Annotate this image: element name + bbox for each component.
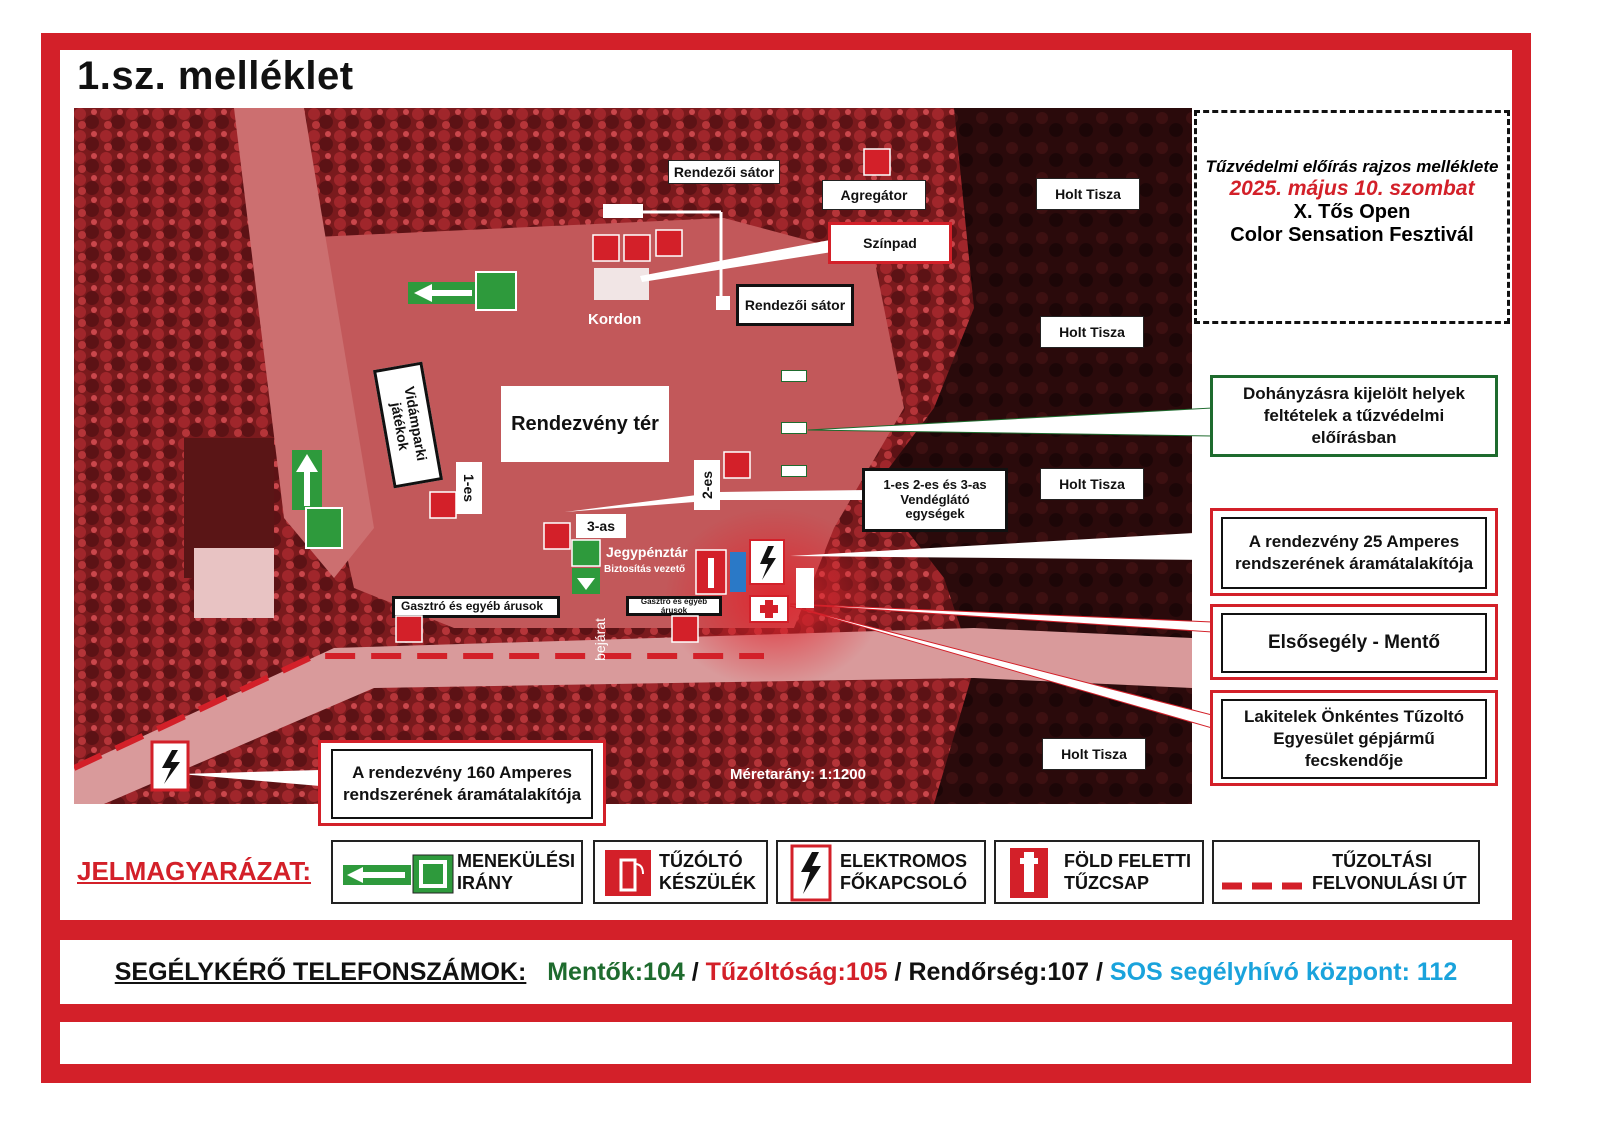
label-vendeglato: 1-es 2-es és 3-as Vendéglátó egységek: [862, 468, 1008, 532]
phone-rendorseg: Rendőrség:107: [908, 958, 1090, 986]
info-line-3: X. Tős Open: [1293, 201, 1411, 223]
legend-evac-line1: MENEKÜLÉSI: [457, 851, 576, 871]
phone-sep: /: [887, 958, 909, 986]
label-rendezoi-sator-mid: Rendezői sátor: [736, 284, 854, 326]
legend-title: JELMAGYARÁZAT:: [77, 856, 312, 886]
fire-extinguisher-icon: [395, 148, 891, 643]
legend-hyd-line1: FÖLD FELETTI: [1064, 851, 1191, 871]
phone-panel: [60, 940, 1512, 1004]
phones-label: SEGÉLYKÉRŐ TELEFONSZÁMOK:: [114, 958, 527, 986]
callout-amper160-frame: A rendezvény 160 Amperes rendszerének ár…: [318, 740, 606, 826]
label-1-es: 1-es: [456, 462, 482, 514]
page-title: 1.sz. melléklet: [77, 54, 354, 98]
info-box: Tűzvédelmi előírás rajzos melléklete 202…: [1194, 110, 1510, 324]
fire-hydrant-icon: [1010, 848, 1048, 898]
phone-sep: /: [684, 958, 706, 986]
legend-elec-line1: ELEKTROMOS: [840, 851, 968, 871]
label-holt-tisza-2: Holt Tisza: [1040, 316, 1144, 348]
legend-item-evacuation: MENEKÜLÉSI IRÁNY: [331, 840, 583, 904]
sator-marker: [603, 204, 643, 218]
info-line-2: 2025. május 10. szombat: [1229, 177, 1475, 200]
label-jegypenztar: Jegypénztár: [606, 544, 688, 560]
legend-route-line2: FELVONULÁSI ÚT: [1312, 873, 1467, 893]
callout-amper25: A rendezvény 25 Amperes rendszerének ára…: [1221, 517, 1487, 589]
legend-elec-line2: FŐKAPCSOLÓ: [840, 873, 968, 893]
label-agregator: Agregátor: [822, 180, 926, 210]
info-line-1: Tűzvédelmi előírás rajzos melléklete: [1205, 157, 1499, 176]
legend-ext-line2: KÉSZÜLÉK: [659, 873, 757, 893]
label-biztositas: Biztosítás vezető: [604, 564, 686, 575]
legend-item-fire-route: TŰZOLTÁSI FELVONULÁSI ÚT: [1212, 840, 1480, 904]
label-3-as: 3-as: [576, 514, 626, 538]
label-gasztro-right: Gasztró és egyéb árusok: [626, 596, 722, 616]
phone-mentok: Mentők:104: [547, 958, 685, 986]
label-gasztro-left: Gasztró és egyéb árusok: [392, 596, 560, 618]
fire-extinguisher-icon: [605, 850, 651, 896]
legend-route-line1: TŰZOLTÁSI: [1332, 851, 1432, 871]
callout-lakitelek-frame: Lakitelek Önkéntes Tűzoltó Egyesület gép…: [1210, 690, 1498, 786]
blank-panel: [60, 1022, 1512, 1064]
smoking-marker: [781, 465, 807, 477]
sator-marker-small: [716, 296, 730, 310]
label-meretarany: Méretarány: 1:1200: [730, 766, 866, 783]
legend-hyd-line2: TŰZCSAP: [1064, 873, 1149, 893]
label-holt-tisza-4: Holt Tisza: [1042, 738, 1146, 770]
legend-item-hydrant: FÖLD FELETTI TŰZCSAP: [994, 840, 1204, 904]
evacuation-arrow-icon: [343, 854, 454, 894]
callout-lakitelek: Lakitelek Önkéntes Tűzoltó Egyesület gép…: [1221, 699, 1487, 779]
label-rendezoi-sator-top: Rendezői sátor: [668, 160, 780, 184]
phone-tuzoltosag: Tűzóltóság:105: [705, 958, 888, 986]
label-szinpad: Színpad: [828, 222, 952, 264]
electric-switch-icon: [790, 844, 832, 902]
callout-elsosegely-frame: Elsősegély - Mentő: [1210, 604, 1498, 680]
callout-amper25-frame: A rendezvény 25 Amperes rendszerének ára…: [1210, 508, 1498, 596]
callout-amper160: A rendezvény 160 Amperes rendszerének ár…: [331, 749, 593, 819]
phone-sep: /: [1089, 958, 1110, 986]
emergency-phones: SEGÉLYKÉRŐ TELEFONSZÁMOK: Mentők:104 / T…: [60, 958, 1512, 987]
electric-switch-icon: [150, 539, 785, 792]
phone-sos: SOS segélyhívó központ: 112: [1109, 958, 1458, 986]
fire-hydrant-icon: [695, 549, 746, 595]
first-aid-icon: [749, 595, 789, 623]
callout-elsosegely: Elsősegély - Mentő: [1221, 613, 1487, 673]
legend-ext-line1: TŰZÓLTÓ: [659, 851, 743, 871]
label-kordon: Kordon: [588, 311, 642, 328]
label-holt-tisza-1: Holt Tisza: [1036, 178, 1140, 210]
legend-item-electric: ELEKTROMOS FŐKAPCSOLÓ: [776, 840, 986, 904]
evacuation-arrow-icon: [292, 271, 601, 594]
smoking-marker: [781, 422, 807, 434]
callout-dohanyzas: Dohányzásra kijelölt helyek feltételek a…: [1210, 375, 1498, 457]
label-rendezveny-ter: Rendezvény tér: [501, 386, 669, 462]
smoking-marker: [781, 370, 807, 382]
legend-item-extinguisher: TŰZÓLTÓ KÉSZÜLÉK: [593, 840, 768, 904]
fire-route-dash-icon: [1222, 882, 1308, 890]
legend-evac-line2: IRÁNY: [457, 873, 514, 893]
info-line-4: Color Sensation Fesztivál: [1230, 224, 1474, 246]
label-holt-tisza-3: Holt Tisza: [1040, 468, 1144, 500]
